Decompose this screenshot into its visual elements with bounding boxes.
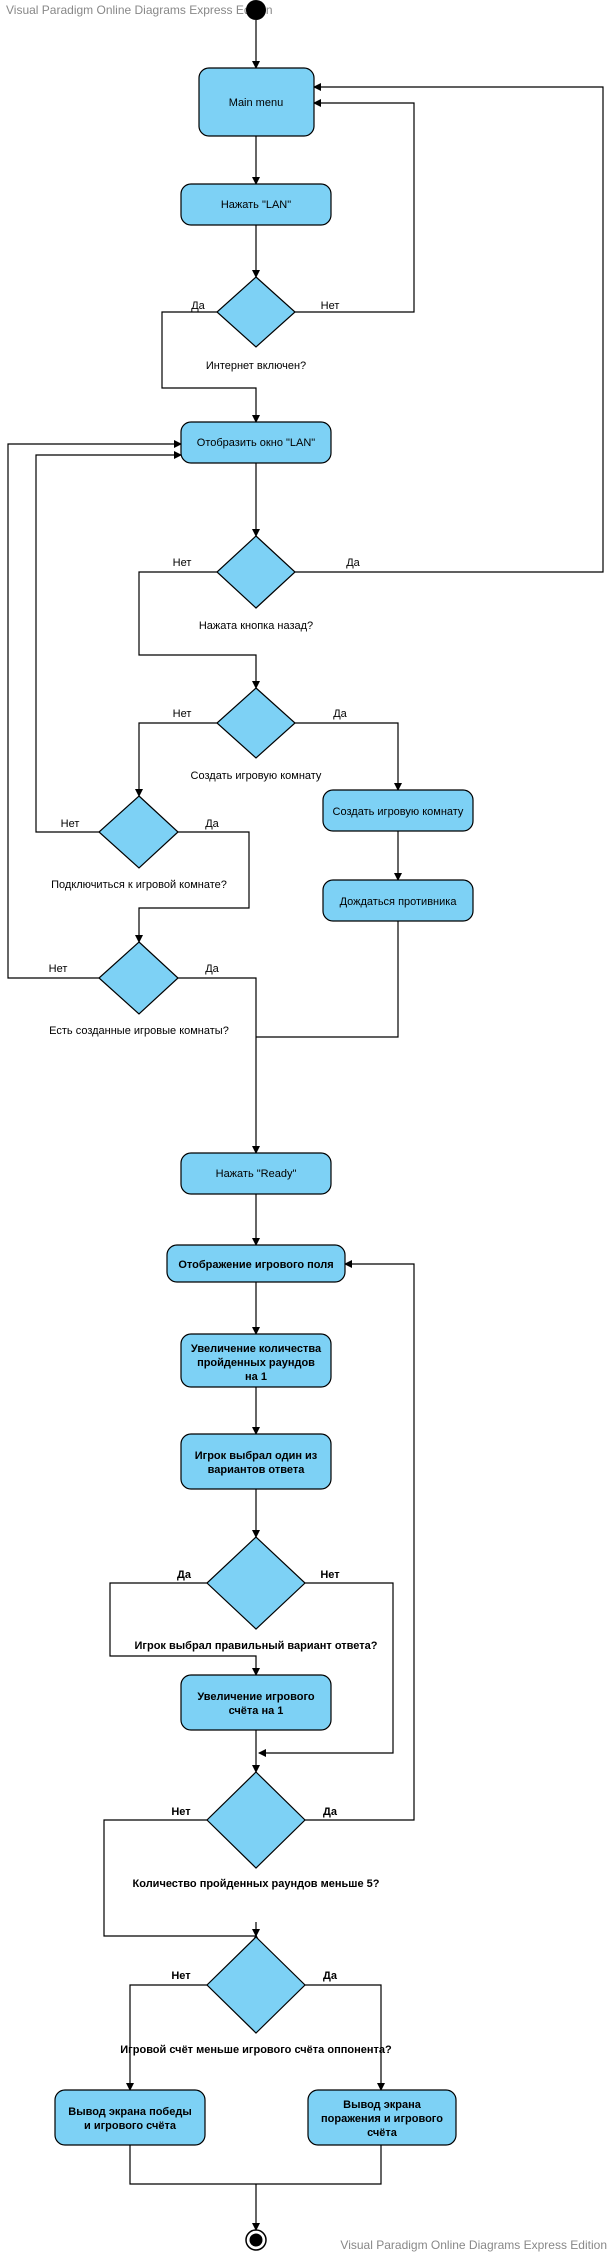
action-inc-score[interactable]: Увеличение игрового счёта на 1 [180, 1674, 332, 1731]
decision-score-less[interactable]: Игровой счёт меньше игрового счёта оппон… [120, 1936, 392, 2056]
decision-rooms-exist[interactable]: Есть созданные игровые комнаты? [49, 941, 229, 1037]
decision-back-pressed[interactable]: Нажата кнопка назад? [199, 535, 313, 632]
action-player-chose[interactable]: Игрок выбрал один из вариантов ответа [180, 1433, 332, 1490]
action-inc-rounds-line1: Увеличение количества [191, 1343, 322, 1355]
branch-labels: Да Нет Нет Да Нет Да Нет Да Нет Да Да Не… [49, 300, 361, 1982]
action-inc-rounds[interactable]: Увеличение количества пройденных раундов… [180, 1333, 332, 1388]
edge-win-end [129, 2145, 256, 2185]
action-press-lan-label: Нажать "LAN" [221, 199, 291, 211]
action-press-lan[interactable]: Нажать "LAN" [180, 183, 332, 226]
decision-join-room-label: Подключиться к игровой комнате? [51, 879, 227, 891]
edge-d3-no [135, 722, 217, 797]
decision-join-room[interactable]: Подключиться к игровой комнате? [51, 795, 227, 891]
edge-d8-yes [305, 1984, 385, 2091]
edge-d1-no [295, 99, 415, 313]
action-player-chose-line1: Игрок выбрал один из [195, 1450, 318, 1462]
edge-d7-yes [305, 1260, 415, 1821]
action-win-screen-line1: Вывод экрана победы [68, 2106, 191, 2118]
action-main-menu-label: Main menu [229, 97, 283, 109]
branch-d7-yes: Да [323, 1806, 338, 1818]
action-wait-opponent-label: Дождаться противника [340, 896, 458, 908]
edge-d3-yes [295, 722, 402, 791]
edge-d4-yes [135, 831, 250, 943]
edge-d2-yes [295, 83, 604, 573]
branch-d5-no: Нет [49, 963, 68, 975]
action-show-field[interactable]: Отображение игрового поля [166, 1244, 346, 1283]
edge-wait-ready [256, 921, 399, 1038]
decision-create-room[interactable]: Создать игровую комнату [191, 687, 322, 782]
action-inc-score-line1: Увеличение игрового [197, 1691, 315, 1703]
edge-d8-no [126, 1984, 207, 2091]
edge-lose-end [256, 2145, 382, 2185]
decision-correct-answer-label: Игрок выбрал правильный вариант ответа? [135, 1640, 378, 1652]
branch-d1-yes: Да [191, 300, 205, 312]
initial-node [246, 0, 266, 20]
watermark-top: Visual Paradigm Online Diagrams Express … [6, 3, 273, 17]
decision-back-pressed-label: Нажата кнопка назад? [199, 620, 313, 632]
branch-d8-no: Нет [171, 1970, 191, 1982]
edge-d5-yes [178, 977, 260, 1154]
decision-rooms-exist-label: Есть созданные игровые комнаты? [49, 1025, 229, 1037]
decision-score-less-label: Игровой счёт меньше игрового счёта оппон… [120, 2044, 392, 2056]
decision-rounds-less-label: Количество пройденных раундов меньше 5? [133, 1878, 380, 1890]
decision-create-room-label: Создать игровую комнату [191, 770, 322, 782]
action-lose-screen[interactable]: Вывод экрана поражения и игрового счёта [307, 2089, 457, 2146]
branch-d6-yes: Да [177, 1569, 192, 1581]
action-inc-score-line2: счёта на 1 [229, 1705, 284, 1717]
branch-d2-no: Нет [173, 557, 192, 569]
edge-d6-yes [109, 1582, 260, 1676]
watermark-bottom: Visual Paradigm Online Diagrams Express … [340, 2238, 607, 2252]
edges [7, 20, 604, 2231]
action-create-room[interactable]: Создать игровую комнату [322, 789, 474, 832]
branch-d6-no: Нет [320, 1569, 340, 1581]
branch-d4-yes: Да [205, 818, 219, 830]
edge-d6-no [258, 1582, 394, 1757]
decision-internet-on-label: Интернет включен? [206, 360, 306, 372]
action-win-screen[interactable]: Вывод экрана победы и игрового счёта [54, 2089, 206, 2146]
action-lose-screen-line2: поражения и игрового [321, 2113, 443, 2125]
action-inc-rounds-line3: на 1 [245, 1371, 267, 1383]
decision-correct-answer[interactable]: Игрок выбрал правильный вариант ответа? [135, 1536, 378, 1652]
action-create-room-label: Создать игровую комнату [333, 806, 464, 818]
final-node [245, 2229, 267, 2251]
branch-d7-no: Нет [171, 1806, 191, 1818]
action-press-ready[interactable]: Нажать "Ready" [180, 1152, 332, 1195]
branch-d1-no: Нет [321, 300, 340, 312]
edge-d2-no [138, 571, 260, 689]
edge-d1-yes [161, 311, 260, 423]
action-win-screen-line2: и игрового счёта [84, 2120, 177, 2132]
decision-rounds-less[interactable]: Количество пройденных раундов меньше 5? [133, 1771, 380, 1890]
decision-internet-on[interactable]: Интернет включен? [206, 276, 306, 372]
branch-d8-yes: Да [323, 1970, 338, 1982]
branch-d5-yes: Да [205, 963, 219, 975]
action-main-menu[interactable]: Main menu [198, 67, 315, 137]
action-player-chose-line2: вариантов ответа [208, 1464, 306, 1476]
action-show-field-label: Отображение игрового поля [178, 1259, 333, 1271]
action-lose-screen-line1: Вывод экрана [343, 2099, 422, 2111]
branch-d3-no: Нет [173, 708, 192, 720]
action-press-ready-label: Нажать "Ready" [216, 1168, 297, 1180]
branch-d3-yes: Да [333, 708, 347, 720]
action-wait-opponent[interactable]: Дождаться противника [322, 879, 474, 922]
branch-d2-yes: Да [346, 557, 360, 569]
branch-d4-no: Нет [61, 818, 80, 830]
action-lose-screen-line3: счёта [367, 2127, 398, 2139]
action-show-lan-window-label: Отобразить окно "LAN" [197, 437, 315, 449]
edge-d4-no [35, 451, 182, 833]
edge-d5-no [7, 440, 182, 979]
action-show-lan-window[interactable]: Отобразить окно "LAN" [180, 421, 332, 464]
action-inc-rounds-line2: пройденных раундов [197, 1357, 315, 1369]
